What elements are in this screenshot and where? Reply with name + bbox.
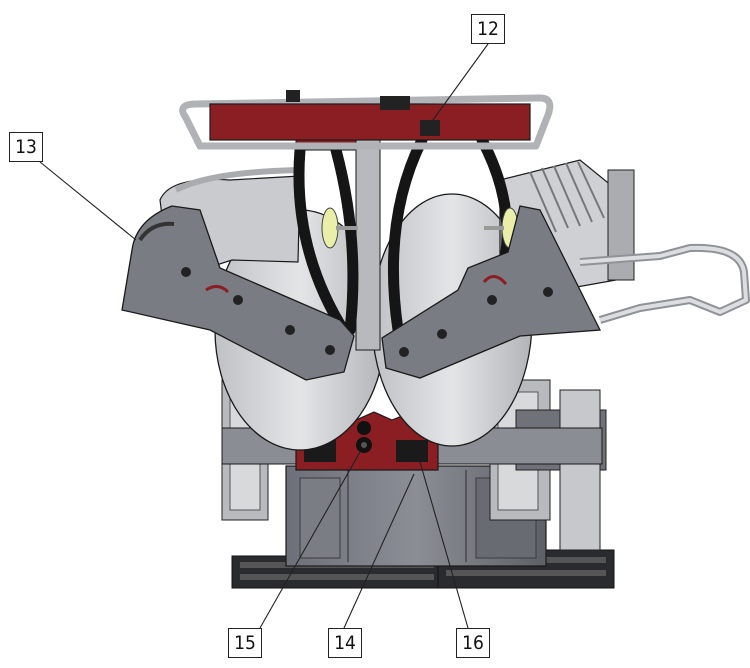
top-frame bbox=[179, 90, 554, 150]
left-swing-arm bbox=[121, 205, 355, 381]
callout-15: 15 bbox=[228, 628, 262, 658]
leader-lines bbox=[39, 43, 489, 629]
callout-14: 14 bbox=[328, 628, 362, 658]
panel-knob-top bbox=[357, 421, 371, 435]
callout-label: 13 bbox=[15, 136, 37, 158]
right-guide-tube bbox=[579, 243, 750, 324]
callout-label: 15 bbox=[234, 632, 256, 654]
callout-13: 13 bbox=[9, 132, 43, 162]
callout-16: 16 bbox=[456, 628, 490, 658]
right-swing-arm bbox=[381, 205, 602, 379]
leader-16 bbox=[419, 461, 469, 629]
callout-label: 14 bbox=[334, 632, 356, 654]
callout-label: 16 bbox=[462, 632, 484, 654]
leader-13 bbox=[39, 161, 137, 241]
leader-12 bbox=[429, 43, 489, 125]
central-mast bbox=[355, 119, 381, 351]
callout-12: 12 bbox=[471, 14, 505, 44]
leader-14 bbox=[343, 473, 415, 629]
callout-label: 12 bbox=[477, 18, 499, 40]
leader-15 bbox=[259, 451, 361, 629]
roller-left bbox=[321, 207, 358, 249]
panel-display-right bbox=[396, 440, 428, 462]
